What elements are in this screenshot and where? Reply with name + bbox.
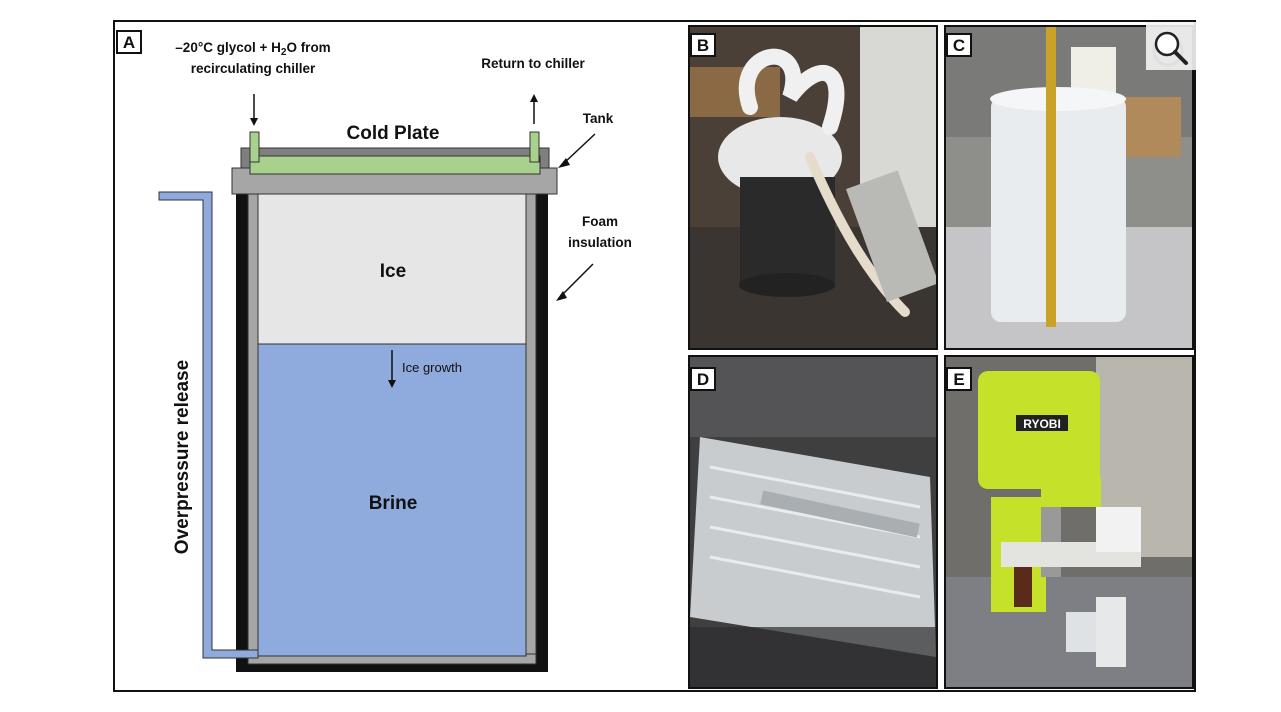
tank-arrow-icon [558, 158, 570, 168]
panel-letter-a: A [116, 30, 142, 54]
panel-letter-b: B [690, 33, 716, 57]
ice-growth-arrow-icon [388, 380, 396, 388]
panel-a-diagram: –20°C glycol + H2O from recirculating ch… [158, 40, 632, 672]
tank-wall-right [525, 193, 537, 663]
foam-insulation-left [236, 194, 248, 672]
overpressure-pipe [158, 191, 259, 659]
ice-layer [257, 193, 527, 345]
return-label: Return to chiller [481, 56, 585, 71]
ice-growth-label: Ice growth [402, 360, 462, 375]
panel-a-inflow-label: –20°C glycol + H2O from [175, 40, 330, 58]
brine-label: Brine [369, 493, 418, 514]
ice-label: Ice [380, 261, 406, 282]
foam-insulation-bottom [236, 662, 548, 672]
cold-plate-outlet-pipe [529, 131, 540, 163]
brine-layer [257, 343, 527, 657]
foam-label-line2: insulation [568, 235, 632, 250]
cold-plate-label: Cold Plate [347, 123, 440, 144]
magnifier-icon[interactable] [1146, 22, 1196, 70]
photo-b [688, 25, 938, 350]
overpressure-label: Overpressure release [172, 360, 193, 554]
photo-d [688, 355, 938, 689]
photo-e: RYOBI [944, 355, 1194, 689]
inflow-arrow-icon [250, 118, 258, 126]
cold-plate-inlet-pipe [249, 131, 260, 163]
foam-insulation-right [536, 194, 548, 672]
foam-arrow-icon [556, 291, 567, 301]
panel-a-inflow-label-line2: recirculating chiller [191, 61, 316, 76]
foam-label-line1: Foam [582, 214, 618, 229]
ryobi-brand: RYOBI [1023, 417, 1061, 431]
tank-label: Tank [583, 111, 614, 126]
photo-c-illustration [946, 27, 1192, 348]
photo-d-illustration [690, 357, 936, 687]
return-arrow-icon [530, 94, 538, 102]
cold-plate [249, 155, 541, 175]
tank-wall-left [247, 193, 259, 663]
panel-letter-e: E [946, 367, 972, 391]
photo-e-illustration: RYOBI [946, 357, 1192, 687]
panel-letter-d: D [690, 367, 716, 391]
panel-letter-c: C [946, 33, 972, 57]
photo-c [944, 25, 1194, 350]
photo-b-illustration [690, 27, 936, 348]
